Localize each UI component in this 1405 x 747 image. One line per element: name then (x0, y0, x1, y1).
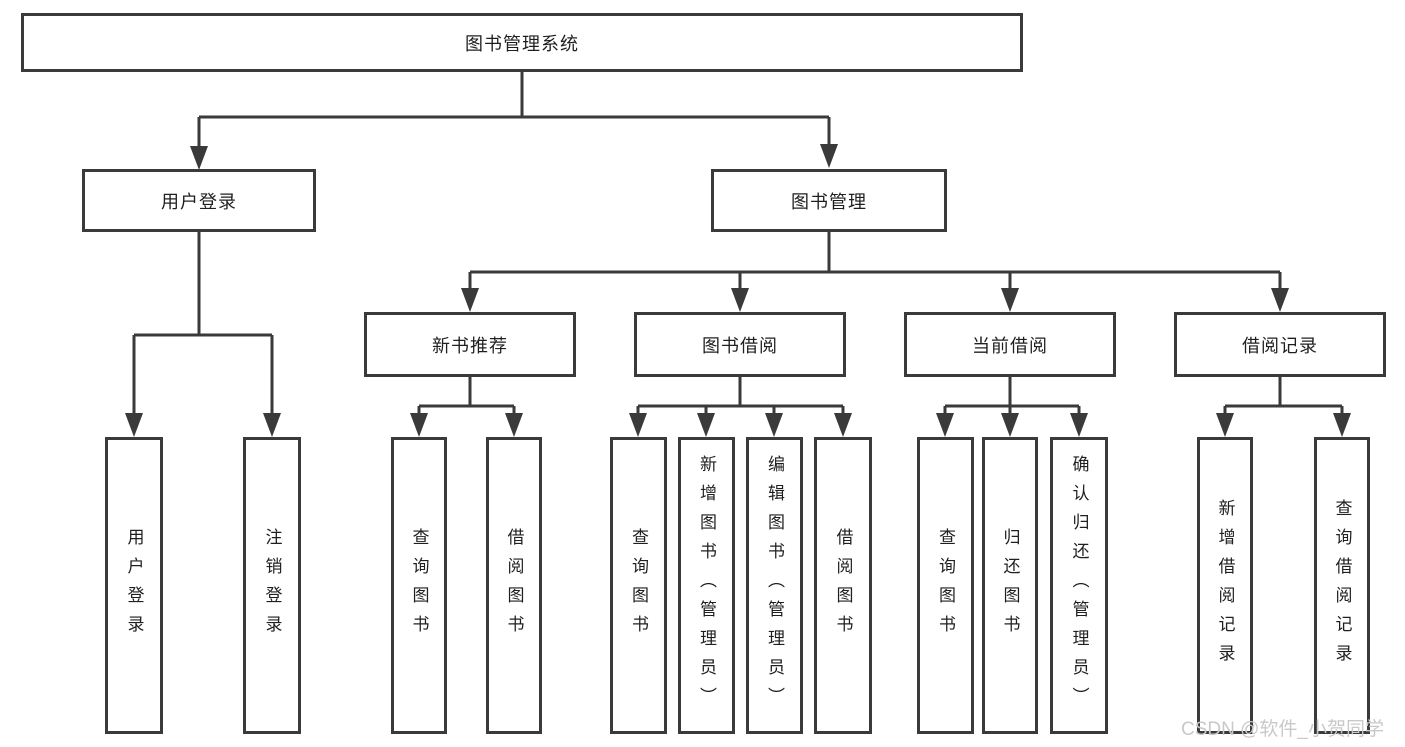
leaf-borrow-books: 借阅图书 (814, 437, 872, 734)
connector-book-borrow (636, 377, 845, 414)
connector-user-login (132, 232, 274, 414)
leaf-user-login: 用户登录 (105, 437, 163, 734)
node-library-system: 图书管理系统 (21, 13, 1023, 72)
leaf-return-books: 归还图书 (982, 437, 1038, 734)
connector-borrow-records (1223, 377, 1344, 414)
leaf-edit-book-admin: 编辑图书（管理员） (746, 437, 803, 734)
leaf-logout: 注销登录 (243, 437, 301, 734)
watermark-text: CSDN @软件_小贺同学 (1181, 719, 1384, 740)
connector-root (197, 72, 831, 146)
connector-new-book-rec (417, 377, 516, 414)
leaf-query-books-recommend: 查询图书 (391, 437, 447, 734)
leaf-query-borrow-record: 查询借阅记录 (1314, 437, 1370, 734)
leaf-query-books-borrow: 查询图书 (610, 437, 667, 734)
connector-book-mgmt (468, 232, 1282, 289)
node-current-borrowing: 当前借阅 (904, 312, 1116, 377)
leaf-confirm-return-admin: 确认归还（管理员） (1050, 437, 1108, 734)
leaf-query-books-current: 查询图书 (917, 437, 974, 734)
node-user-login: 用户登录 (82, 169, 316, 232)
node-new-book-recommend: 新书推荐 (364, 312, 576, 377)
node-book-borrowing: 图书借阅 (634, 312, 846, 377)
leaf-add-borrow-record: 新增借阅记录 (1197, 437, 1253, 734)
node-borrowing-records: 借阅记录 (1174, 312, 1386, 377)
leaf-add-book-admin: 新增图书（管理员） (678, 437, 735, 734)
leaf-borrow-books-recommend: 借阅图书 (486, 437, 542, 734)
connector-current-borrow (943, 377, 1081, 414)
node-book-management: 图书管理 (711, 169, 947, 232)
